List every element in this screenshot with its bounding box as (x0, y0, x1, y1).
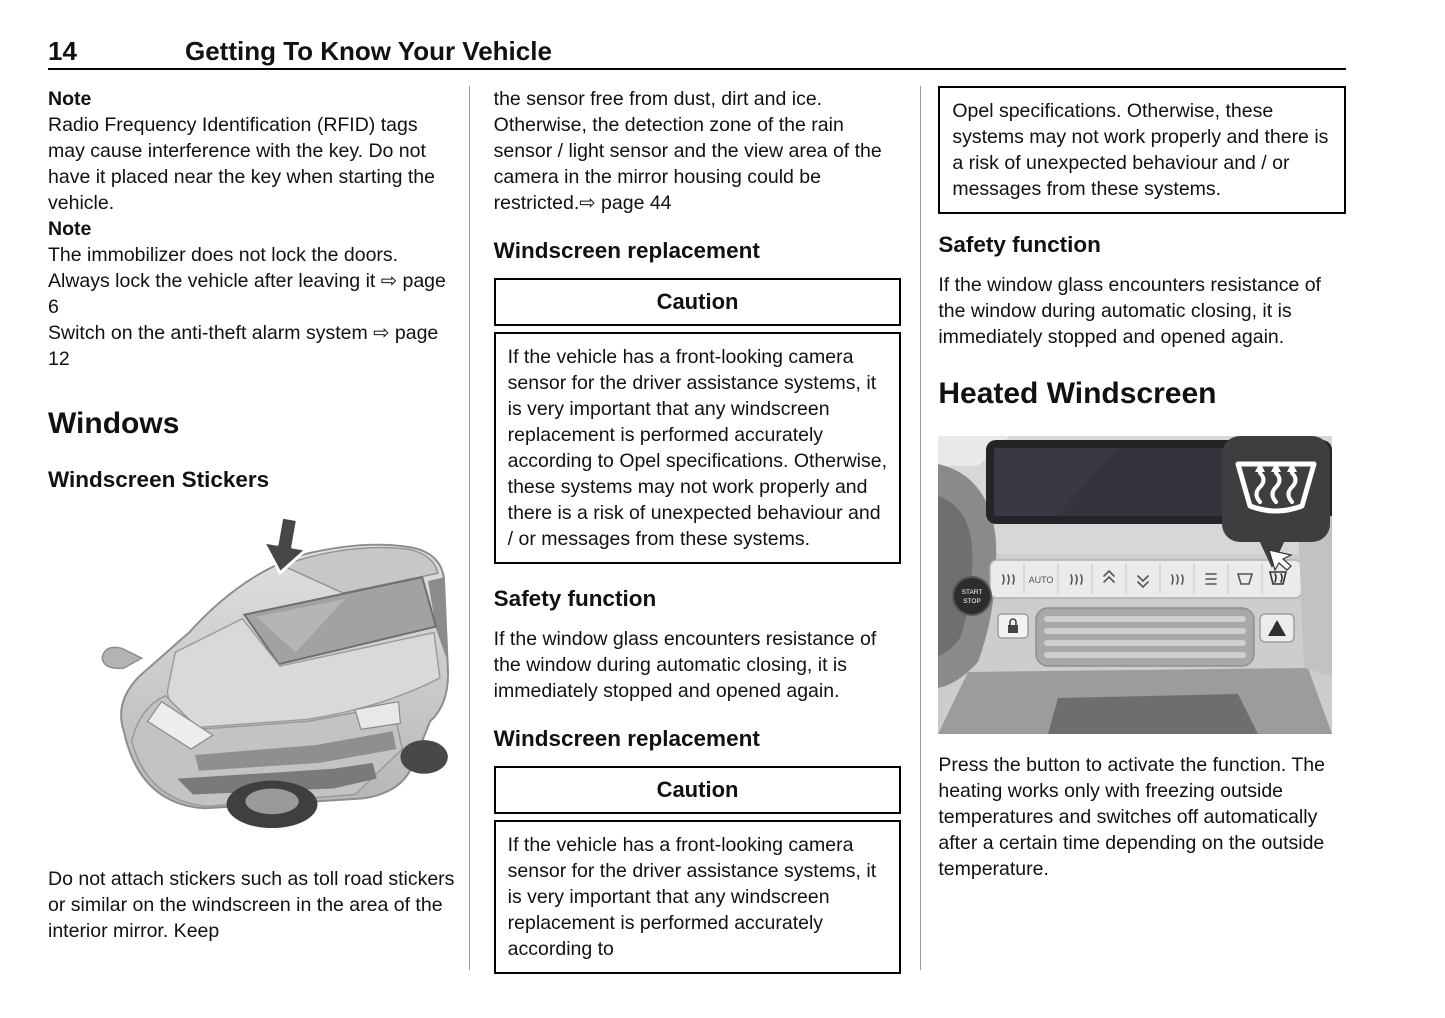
windscreen-replacement-heading: Windscreen replacement (493, 726, 760, 751)
car-wheel-front-rim (245, 788, 299, 815)
windows-heading: Windows (48, 407, 180, 440)
column-divider (468, 86, 470, 970)
sensor-paragraph: the sensor free from dust, dirt and ice.… (493, 88, 882, 214)
car-image (101, 515, 449, 829)
page-title: Getting To Know Your Vehicle (185, 36, 552, 66)
start-stop-button: START STOP (952, 576, 993, 616)
press-button-paragraph: Press the button to activate the functio… (938, 754, 1325, 880)
caution-body: If the vehicle has a front-looking camer… (493, 332, 902, 564)
auto-button-label: AUTO (1029, 575, 1054, 585)
heated-windscreen-icon (1235, 461, 1317, 514)
safety-function-text: If the window glass encounters resistanc… (493, 628, 877, 702)
pointer-cursor-icon (1268, 549, 1294, 572)
car-windscreen-illustration (96, 512, 452, 838)
car-headlight-right (354, 700, 402, 730)
caution-title: Caution (493, 278, 902, 326)
note-text-immobilizer: The immobilizer does not lock the doors.… (48, 244, 446, 318)
safety-function-text: If the window glass encounters resistanc… (938, 274, 1321, 348)
hazard-triangle-icon (1268, 620, 1287, 636)
dashboard-illustration: AUTO START STOP (938, 436, 1333, 739)
car-headlight-left (146, 700, 214, 750)
safety-function-heading: Safety function (938, 232, 1101, 257)
car-mirror (101, 646, 144, 670)
lock-button (997, 613, 1030, 639)
heated-windscreen-button (1269, 571, 1288, 585)
column-right: Opel specifications. Otherwise, these sy… (938, 86, 1347, 882)
note-label: Note (48, 218, 92, 240)
note-label: Note (48, 88, 92, 110)
caution-title: Caution (493, 766, 902, 814)
screen-reflection (994, 448, 1119, 516)
caution-body-continued: If the vehicle has a front-looking camer… (493, 820, 902, 974)
column-left: Note Radio Frequency Identification (RFI… (48, 86, 456, 944)
car-lower-intake (177, 762, 377, 795)
car-side-window (428, 577, 448, 663)
hazard-button (1259, 613, 1296, 643)
safety-function-heading: Safety function (493, 586, 657, 611)
windscreen-glare (256, 598, 346, 653)
dashboard-image: AUTO START STOP (938, 436, 1333, 734)
stickers-paragraph: Do not attach stickers such as toll road… (48, 868, 455, 942)
windscreen-replacement-heading: Windscreen replacement (493, 238, 760, 263)
lock-icon (1008, 625, 1019, 633)
console-tray (1048, 694, 1259, 734)
car-wheel-rear (400, 740, 448, 774)
climate-button-separators (1023, 564, 1263, 594)
windscreen-pointer-arrow-icon (262, 515, 308, 575)
caution-box: Caution If the vehicle has a front-looki… (493, 766, 902, 974)
page-header: 14 Getting To Know Your Vehicle (48, 36, 552, 67)
car-grille (194, 731, 397, 771)
stop-label: STOP (964, 598, 982, 605)
car-roof (279, 546, 439, 594)
heated-windscreen-heading: Heated Windscreen (938, 377, 1217, 410)
start-label: START (962, 589, 983, 596)
content-columns: Note Radio Frequency Identification (RFI… (48, 86, 1347, 974)
page-number: 14 (48, 36, 77, 66)
note-text-rfid: Radio Frequency Identification (RFID) ta… (48, 114, 435, 214)
column-divider (920, 86, 922, 970)
caution-box: Caution If the vehicle has a front-looki… (493, 278, 902, 564)
header-rule (48, 68, 1346, 70)
column-middle: the sensor free from dust, dirt and ice.… (493, 86, 902, 974)
air-vent-grille (1035, 607, 1256, 667)
right-trim-panel (1298, 516, 1333, 676)
caution-continuation-box: Opel specifications. Otherwise, these sy… (938, 86, 1347, 214)
steering-wheel-inner (938, 496, 973, 656)
windscreen-stickers-heading: Windscreen Stickers (48, 467, 270, 492)
note-text-antitheft: Switch on the anti-theft alarm system ⇨ … (48, 322, 439, 370)
climate-button-icons (1002, 569, 1254, 589)
